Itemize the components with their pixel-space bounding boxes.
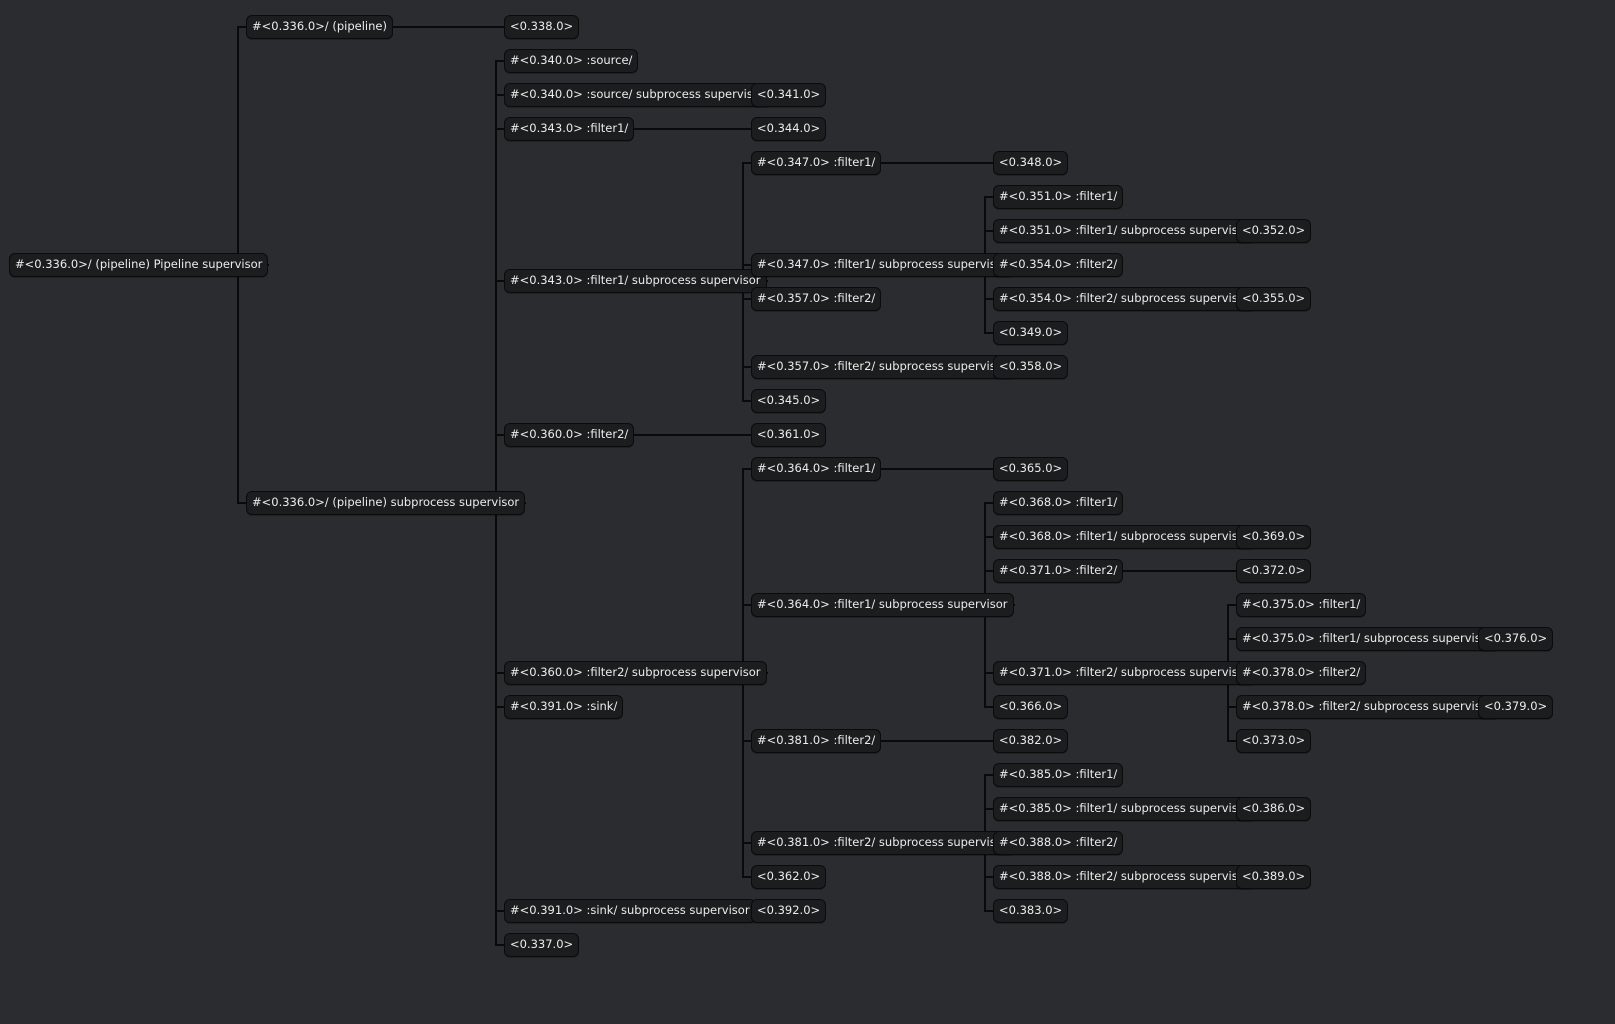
tree-node[interactable]: <0.352.0> [1236,219,1312,243]
tree-node[interactable]: <0.348.0> [993,151,1069,175]
tree-node[interactable]: <0.365.0> [993,457,1069,481]
tree-node[interactable]: #<0.336.0>/ (pipeline) subprocess superv… [246,491,526,515]
tree-node[interactable]: #<0.381.0> :filter2/ [751,729,882,753]
tree-node[interactable]: #<0.371.0> :filter2/ [993,559,1124,583]
tree-node[interactable]: #<0.388.0> :filter2/ subprocess supervis… [993,865,1256,889]
tree-node[interactable]: <0.358.0> [993,355,1069,379]
tree-node[interactable]: #<0.375.0> :filter1/ [1236,593,1367,617]
tree-node[interactable]: <0.392.0> [751,899,827,923]
tree-node[interactable]: #<0.381.0> :filter2/ subprocess supervis… [751,831,1014,855]
tree-node[interactable]: #<0.375.0> :filter1/ subprocess supervis… [1236,627,1499,651]
tree-node[interactable]: <0.349.0> [993,321,1069,345]
tree-node[interactable]: #<0.357.0> :filter2/ subprocess supervis… [751,355,1014,379]
tree-node[interactable]: <0.341.0> [751,83,827,107]
tree-node[interactable]: #<0.351.0> :filter1/ subprocess supervis… [993,219,1256,243]
tree-node[interactable]: #<0.385.0> :filter1/ subprocess supervis… [993,797,1256,821]
tree-node[interactable]: #<0.340.0> :source/ [504,49,639,73]
tree-node[interactable]: #<0.378.0> :filter2/ [1236,661,1367,685]
tree-node[interactable]: #<0.360.0> :filter2/ subprocess supervis… [504,661,767,685]
tree-node[interactable]: #<0.354.0> :filter2/ [993,253,1124,277]
tree-node[interactable]: #<0.391.0> :sink/ subprocess supervisor [504,899,756,923]
tree-node[interactable]: #<0.364.0> :filter1/ [751,457,882,481]
tree-node[interactable]: #<0.385.0> :filter1/ [993,763,1124,787]
tree-node[interactable]: <0.389.0> [1236,865,1312,889]
tree-node[interactable]: <0.362.0> [751,865,827,889]
tree-node[interactable]: <0.338.0> [504,15,580,39]
tree-node[interactable]: #<0.347.0> :filter1/ subprocess supervis… [751,253,1014,277]
tree-node[interactable]: <0.361.0> [751,423,827,447]
tree-node[interactable]: #<0.378.0> :filter2/ subprocess supervis… [1236,695,1499,719]
tree-node[interactable]: #<0.391.0> :sink/ [504,695,624,719]
tree-node[interactable]: #<0.340.0> :source/ subprocess superviso… [504,83,771,107]
tree-node[interactable]: <0.369.0> [1236,525,1312,549]
tree-node[interactable]: #<0.360.0> :filter2/ [504,423,635,447]
tree-node[interactable]: #<0.336.0>/ (pipeline) [246,15,393,39]
tree-node[interactable]: <0.373.0> [1236,729,1312,753]
tree-node[interactable]: <0.382.0> [993,729,1069,753]
tree-node[interactable]: #<0.347.0> :filter1/ [751,151,882,175]
tree-node[interactable]: <0.383.0> [993,899,1069,923]
tree-node[interactable]: <0.379.0> [1478,695,1554,719]
tree-node[interactable]: <0.372.0> [1236,559,1312,583]
tree-node[interactable]: #<0.343.0> :filter1/ [504,117,635,141]
tree-node[interactable]: #<0.343.0> :filter1/ subprocess supervis… [504,269,767,293]
tree-node[interactable]: #<0.388.0> :filter2/ [993,831,1124,855]
tree-node[interactable]: <0.376.0> [1478,627,1554,651]
tree-node[interactable]: <0.345.0> [751,389,827,413]
tree-node[interactable]: <0.366.0> [993,695,1069,719]
tree-node[interactable]: #<0.368.0> :filter1/ [993,491,1124,515]
tree-node[interactable]: <0.386.0> [1236,797,1312,821]
tree-node[interactable]: <0.355.0> [1236,287,1312,311]
tree-node[interactable]: #<0.354.0> :filter2/ subprocess supervis… [993,287,1256,311]
tree-node[interactable]: <0.344.0> [751,117,827,141]
tree-node[interactable]: #<0.351.0> :filter1/ [993,185,1124,209]
tree-node[interactable]: #<0.364.0> :filter1/ subprocess supervis… [751,593,1014,617]
tree-node[interactable]: <0.337.0> [504,933,580,957]
tree-node[interactable]: #<0.368.0> :filter1/ subprocess supervis… [993,525,1256,549]
tree-node-root-pipeline-supervisor[interactable]: #<0.336.0>/ (pipeline) Pipeline supervis… [9,253,269,277]
tree-node[interactable]: #<0.357.0> :filter2/ [751,287,882,311]
tree-node[interactable]: #<0.371.0> :filter2/ subprocess supervis… [993,661,1256,685]
